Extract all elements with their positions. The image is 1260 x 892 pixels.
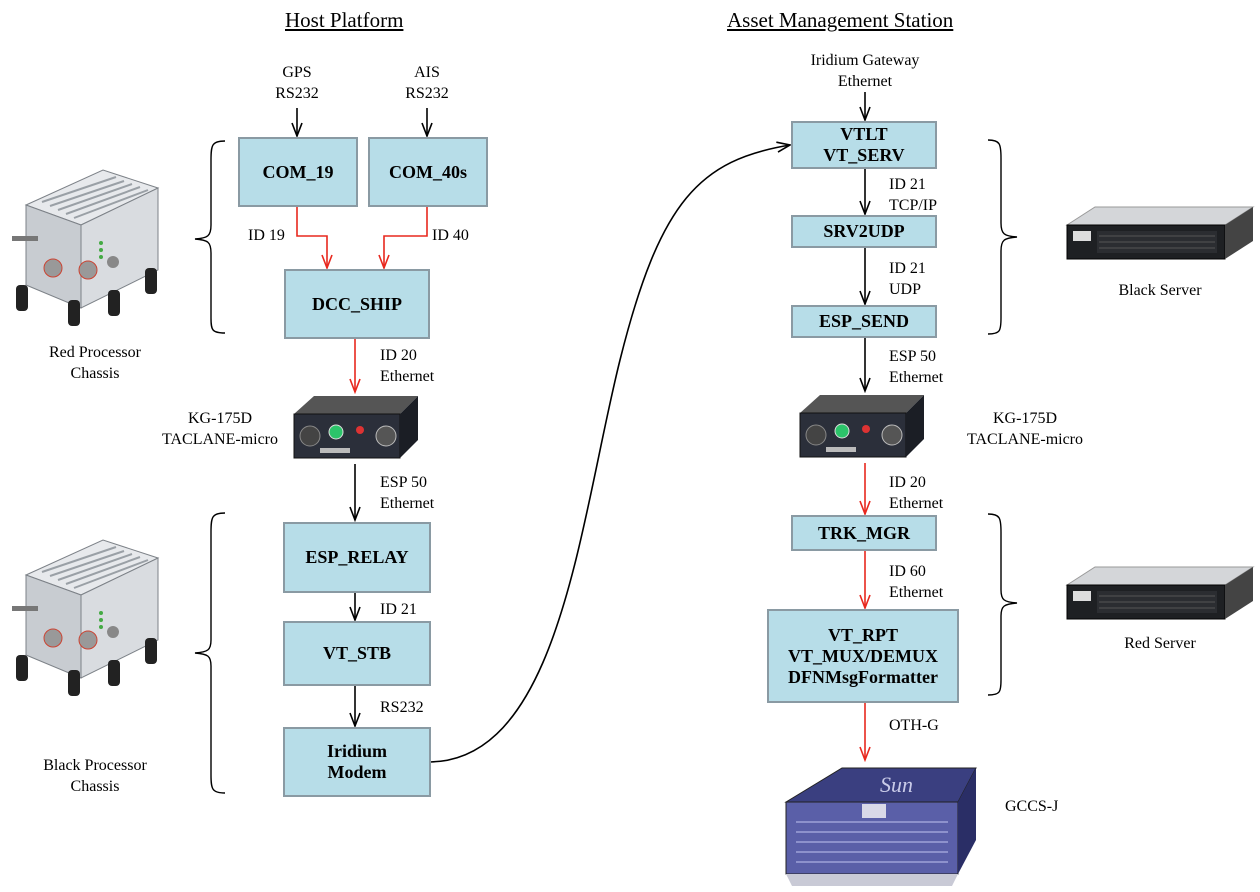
iridium-link-curve [429,145,790,763]
red-processor-chassis-label: Red Processor Chassis [49,344,141,382]
vtlt-vt-serv-box[interactable]: VTLT VT_SERV [791,121,937,169]
vt-rpt-box[interactable]: VT_RPT VT_MUX/DEMUX DFNMsgFormatter [767,609,959,703]
kg175d-station-label: KG-175D TACLANE-micro [966,410,1084,448]
black-processor-chassis-image [12,539,160,696]
gccs-j-label: GCCS-J [1005,798,1059,815]
red-processor-chassis-image [12,169,160,326]
iridium-modem-box[interactable]: Iridium Modem [283,727,431,797]
red-chassis-brace [194,140,226,334]
srv2udp-box[interactable]: SRV2UDP [791,215,937,248]
ais-input-label: AIS RS232 [405,64,449,102]
com40-box[interactable]: COM_40s [368,137,488,207]
id20-ethernet-host-label: ID 20 Ethernet [380,347,435,385]
id20-ethernet-station-label: ID 20 Ethernet [889,474,944,512]
gps-input-label: GPS RS232 [275,64,319,102]
esp50-ethernet-station-label: ESP 50 Ethernet [889,348,944,386]
black-server-brace [987,139,1018,335]
iridium-gateway-label: Iridium Gateway Ethernet [810,52,920,90]
vt-stb-box[interactable]: VT_STB [283,621,431,686]
black-processor-chassis-label: Black Processor Chassis [43,757,147,795]
black-server-label: Black Server [1118,282,1202,299]
kg175d-host-label: KG-175D TACLANE-micro [161,410,279,448]
kg175d-host-image [293,396,418,459]
id40-label: ID 40 [432,227,469,244]
black-chassis-brace [194,512,226,794]
dcc-ship-box[interactable]: DCC_SHIP [284,269,430,339]
red-server-image [1065,566,1255,620]
esp-send-box[interactable]: ESP_SEND [791,305,937,338]
gccs-j-sun-server-image: Sun [784,767,977,886]
red-server-label: Red Server [1124,635,1196,652]
host-platform-title: Host Platform [285,8,404,32]
id19-label: ID 19 [248,227,285,244]
id19-link [296,207,327,268]
rs232-label: RS232 [380,699,424,716]
oth-g-label: OTH-G [889,717,939,734]
id21-host-label: ID 21 [380,601,417,618]
com19-box[interactable]: COM_19 [238,137,358,207]
red-server-brace [987,513,1018,696]
id21-udp-label: ID 21 UDP [889,260,926,298]
id60-ethernet-label: ID 60 Ethernet [889,563,944,601]
id40-link [384,207,428,268]
svg-text:Sun: Sun [880,772,913,797]
black-server-image [1065,206,1255,260]
id21-tcpip-label: ID 21 TCP/IP [889,176,938,214]
esp-relay-box[interactable]: ESP_RELAY [283,522,431,593]
kg175d-station-image [799,395,924,458]
asset-management-station-title: Asset Management Station [727,8,954,32]
esp50-ethernet-host-label: ESP 50 Ethernet [380,474,435,512]
trk-mgr-box[interactable]: TRK_MGR [791,515,937,551]
